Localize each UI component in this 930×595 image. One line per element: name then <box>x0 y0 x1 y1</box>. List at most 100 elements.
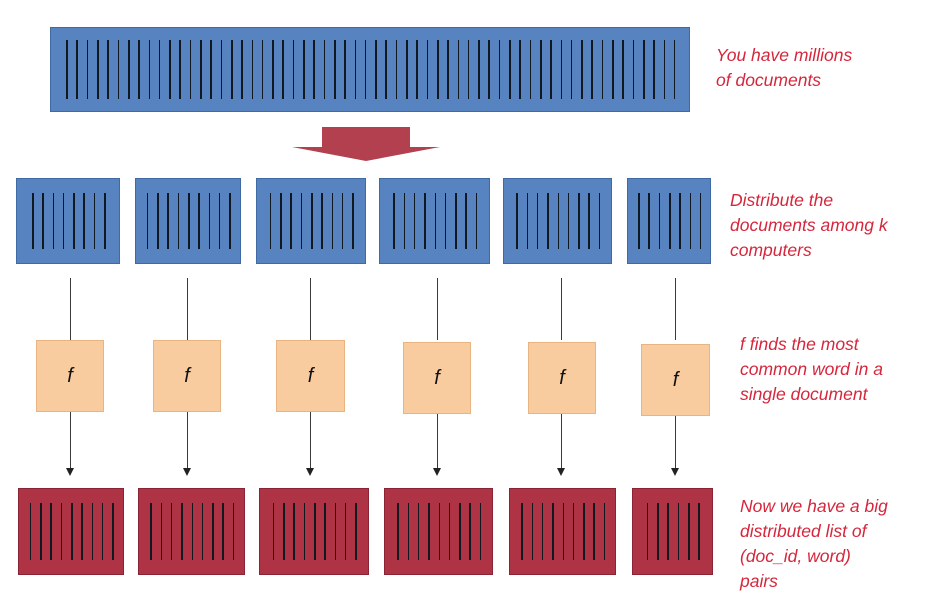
connector-line <box>70 278 71 340</box>
document-stripe <box>673 40 676 99</box>
document-stripe <box>241 40 243 99</box>
document-stripe <box>29 503 32 560</box>
document-stripe <box>612 40 614 99</box>
document-stripe <box>201 503 204 560</box>
document-stripe <box>642 40 645 99</box>
document-stripe <box>127 40 130 99</box>
arrow-down-icon <box>66 468 74 476</box>
document-stripe <box>261 40 264 99</box>
document-stripe <box>397 503 399 560</box>
document-stripe <box>447 40 449 99</box>
document-stripe <box>560 40 563 99</box>
document-stripe <box>210 40 212 99</box>
document-stripe <box>547 193 549 249</box>
document-stripe <box>280 193 282 249</box>
function-box: f <box>641 344 710 416</box>
document-stripe <box>663 40 666 99</box>
document-stripe <box>188 193 190 249</box>
document-stripe <box>603 503 606 560</box>
document-stripe <box>572 503 575 560</box>
function-box: f <box>153 340 221 412</box>
document-stripe <box>272 503 275 560</box>
document-stripe <box>138 40 140 99</box>
document-stripe <box>112 503 114 560</box>
document-stripe <box>562 503 565 560</box>
document-stripe <box>181 503 183 560</box>
document-stripe <box>567 193 570 249</box>
document-stripe <box>519 40 521 99</box>
connector-line <box>187 278 188 340</box>
document-stripe <box>601 40 604 99</box>
document-stripe <box>200 40 202 99</box>
document-stripe <box>657 503 659 560</box>
document-stripe <box>303 40 305 99</box>
document-stripe <box>66 40 68 99</box>
result-pairs-block <box>384 488 493 575</box>
document-stripe <box>73 193 75 249</box>
document-split-block <box>16 178 120 264</box>
document-stripe <box>521 503 523 560</box>
document-stripe <box>669 193 671 249</box>
document-stripe <box>311 193 313 249</box>
document-stripe <box>269 193 272 249</box>
document-stripe <box>344 503 347 560</box>
document-stripe <box>50 503 52 560</box>
arrow-down-icon <box>183 468 191 476</box>
function-box: f <box>528 342 596 414</box>
document-stripe <box>689 193 692 249</box>
document-stripe <box>465 193 467 249</box>
document-stripe <box>146 193 149 249</box>
document-stripe <box>488 40 491 99</box>
document-stripe <box>498 40 501 99</box>
function-box: f <box>403 342 471 414</box>
result-pairs-block <box>259 488 369 575</box>
document-stripe <box>434 193 437 249</box>
document-stripe <box>455 193 457 249</box>
document-stripe <box>593 503 595 560</box>
document-stripe <box>117 40 120 99</box>
document-stripe <box>469 503 471 560</box>
document-stripe <box>290 193 292 249</box>
document-stripe <box>658 193 661 249</box>
document-stripe <box>148 40 151 99</box>
document-stripe <box>324 503 326 560</box>
document-stripe <box>251 40 254 99</box>
document-stripe <box>541 503 544 560</box>
document-stripe <box>557 193 560 249</box>
annotation-distribute: Distribute the documents among k compute… <box>730 190 888 260</box>
document-stripe <box>403 193 406 249</box>
document-stripe <box>428 503 430 560</box>
document-stripe <box>413 193 416 249</box>
document-stripe <box>303 503 306 560</box>
document-stripe <box>550 40 552 99</box>
document-stripe <box>536 193 539 249</box>
function-label: f <box>184 364 190 387</box>
function-label: f <box>307 364 314 387</box>
document-stripe <box>424 193 426 249</box>
document-stripe <box>331 193 334 249</box>
document-stripe <box>160 503 163 560</box>
document-stripe <box>457 40 460 99</box>
document-split-block <box>379 178 490 264</box>
document-stripe <box>220 40 223 99</box>
document-stripe <box>583 503 585 560</box>
document-stripe <box>157 193 159 249</box>
document-stripe <box>653 40 655 99</box>
arrow-down-icon <box>557 468 565 476</box>
document-stripe <box>230 40 233 99</box>
document-stripe <box>334 503 337 560</box>
function-label: f <box>434 366 440 389</box>
arrow-down-icon <box>306 468 314 476</box>
document-stripe <box>444 193 447 249</box>
document-stripe <box>167 193 169 249</box>
document-stripe <box>467 40 470 99</box>
document-stripe <box>97 40 99 99</box>
function-label: f <box>559 366 565 389</box>
document-stripe <box>578 193 580 249</box>
connector-line <box>70 412 71 468</box>
document-stripe <box>677 503 680 560</box>
result-pairs-block <box>138 488 245 575</box>
document-stripe <box>81 503 83 560</box>
document-stripe <box>208 193 211 249</box>
